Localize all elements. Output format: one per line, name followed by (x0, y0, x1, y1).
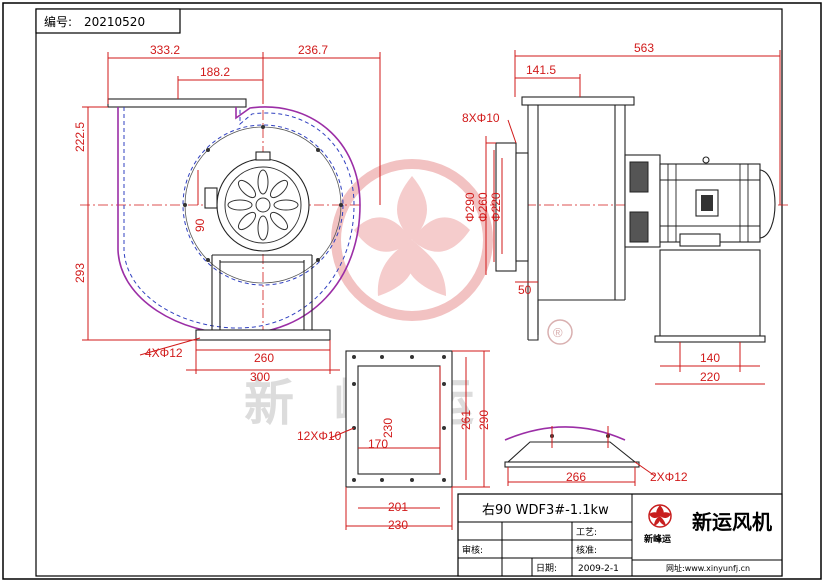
drawing-number-box: 编号: 20210520 (35, 8, 181, 34)
dim-236-7: 236.7 (298, 43, 328, 57)
title-block: 右90 WDF3#-1.1kw 工艺: 审核: 核准: 日期: 2009-2-1… (457, 493, 783, 577)
dim-563: 563 (634, 41, 654, 55)
outlet-flange-view: 12XΦ10 230 170 261 290 201 230 (297, 350, 491, 532)
dim-188-2: 188.2 (200, 65, 230, 79)
number-label: 编号: (44, 14, 72, 29)
date-value: 2009-2-1 (578, 564, 619, 574)
model-name: 右90 WDF3#-1.1kw (482, 503, 609, 518)
dim-outlet-261: 261 (459, 410, 473, 430)
side-view: 563 141.5 8XΦ10 Φ290 Φ260 Φ220 50 140 22… (462, 41, 790, 385)
company-logo (648, 504, 672, 528)
registered-mark: ® (553, 325, 563, 340)
craft-label: 工艺: (576, 527, 597, 538)
number-value: 20210520 (84, 15, 145, 29)
dim-293: 293 (73, 263, 87, 283)
dim-50: 50 (518, 283, 532, 297)
dim-90: 90 (193, 218, 207, 232)
dim-outlet-holes: 12XΦ10 (297, 429, 342, 443)
website: 网址:www.xinyunfj.cn (666, 563, 750, 573)
dim-222-5: 222.5 (73, 122, 87, 152)
front-view: 333.2 236.7 188.2 222.5 293 90 4XΦ12 260… (73, 43, 381, 384)
foot-view: 266 2XΦ12 (504, 426, 688, 486)
date-label: 日期: (536, 563, 557, 574)
dim-holes-base: 4XΦ12 (145, 346, 183, 360)
dim-141-5: 141.5 (526, 63, 556, 77)
drawing-frame (35, 8, 783, 577)
dim-outlet-290: 290 (477, 410, 491, 430)
dim-220: 220 (700, 370, 720, 384)
review-label: 审核: (462, 544, 483, 556)
company-name: 新运风机 (692, 510, 772, 534)
dim-outlet-170: 170 (368, 437, 388, 451)
dim-outlet-230b: 230 (388, 518, 408, 532)
dim-300: 300 (250, 370, 270, 384)
dim-333-2: 333.2 (150, 43, 180, 57)
dim-outlet-201: 201 (388, 500, 408, 514)
dim-phi-290: Φ290 (463, 192, 477, 222)
dim-260: 260 (254, 351, 274, 365)
dim-foot-holes: 2XΦ12 (650, 470, 688, 484)
dim-outlet-230: 230 (381, 418, 395, 438)
watermark-logo: ® (331, 159, 573, 345)
dim-266: 266 (566, 470, 586, 484)
dim-140: 140 (700, 351, 720, 365)
dim-flange-holes: 8XΦ10 (462, 111, 500, 125)
dim-phi-220: Φ220 (489, 192, 503, 222)
check-label: 核准: (576, 544, 597, 556)
dim-phi-260: Φ260 (476, 192, 490, 222)
logo-text: 新峰运 (644, 533, 672, 545)
